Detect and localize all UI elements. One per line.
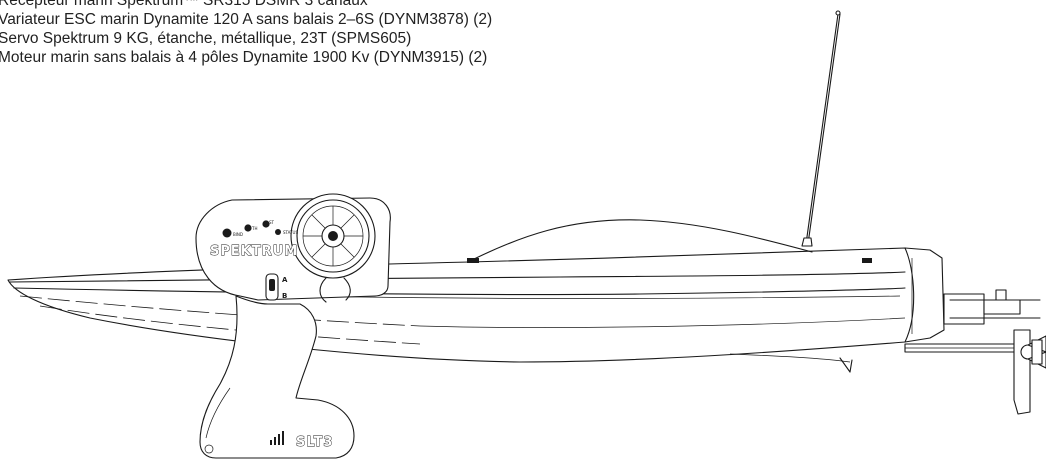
status-label: STATUS xyxy=(283,230,298,235)
bind-label: BIND xyxy=(233,232,243,237)
switch-b-label: B xyxy=(282,292,287,300)
spec-servo: Servo Spektrum 9 KG, étanche, métallique… xyxy=(0,30,412,47)
canopy-latch xyxy=(467,258,479,263)
spec-list: Récepteur marin Spektrum™ SR315 DSMR 3 c… xyxy=(0,0,492,67)
model-logo: SLT3 xyxy=(296,435,333,450)
ab-switch-icon xyxy=(269,279,275,291)
canopy xyxy=(467,219,813,263)
hull xyxy=(7,247,945,373)
st-label: ST xyxy=(269,220,275,225)
spec-receiver: Récepteur marin Spektrum™ SR315 DSMR 3 c… xyxy=(0,0,368,9)
transmitter: BIND TH ST STATUS SPEKTRUM A B SLT3 xyxy=(195,193,391,459)
switch-a-label: A xyxy=(282,276,288,284)
brand-logo: SPEKTRUM xyxy=(210,244,298,259)
signal-bars-icon xyxy=(270,431,284,445)
spec-esc: Variateur ESC marin Dynamite 120 A sans … xyxy=(0,11,493,28)
bind-button-icon xyxy=(222,228,232,238)
antenna xyxy=(801,10,841,247)
deck-latch xyxy=(862,258,872,263)
stern-drive xyxy=(904,289,1046,415)
th-label: TH xyxy=(251,226,257,231)
spec-motor: Moteur marin sans balais à 4 pôles Dynam… xyxy=(0,49,488,66)
